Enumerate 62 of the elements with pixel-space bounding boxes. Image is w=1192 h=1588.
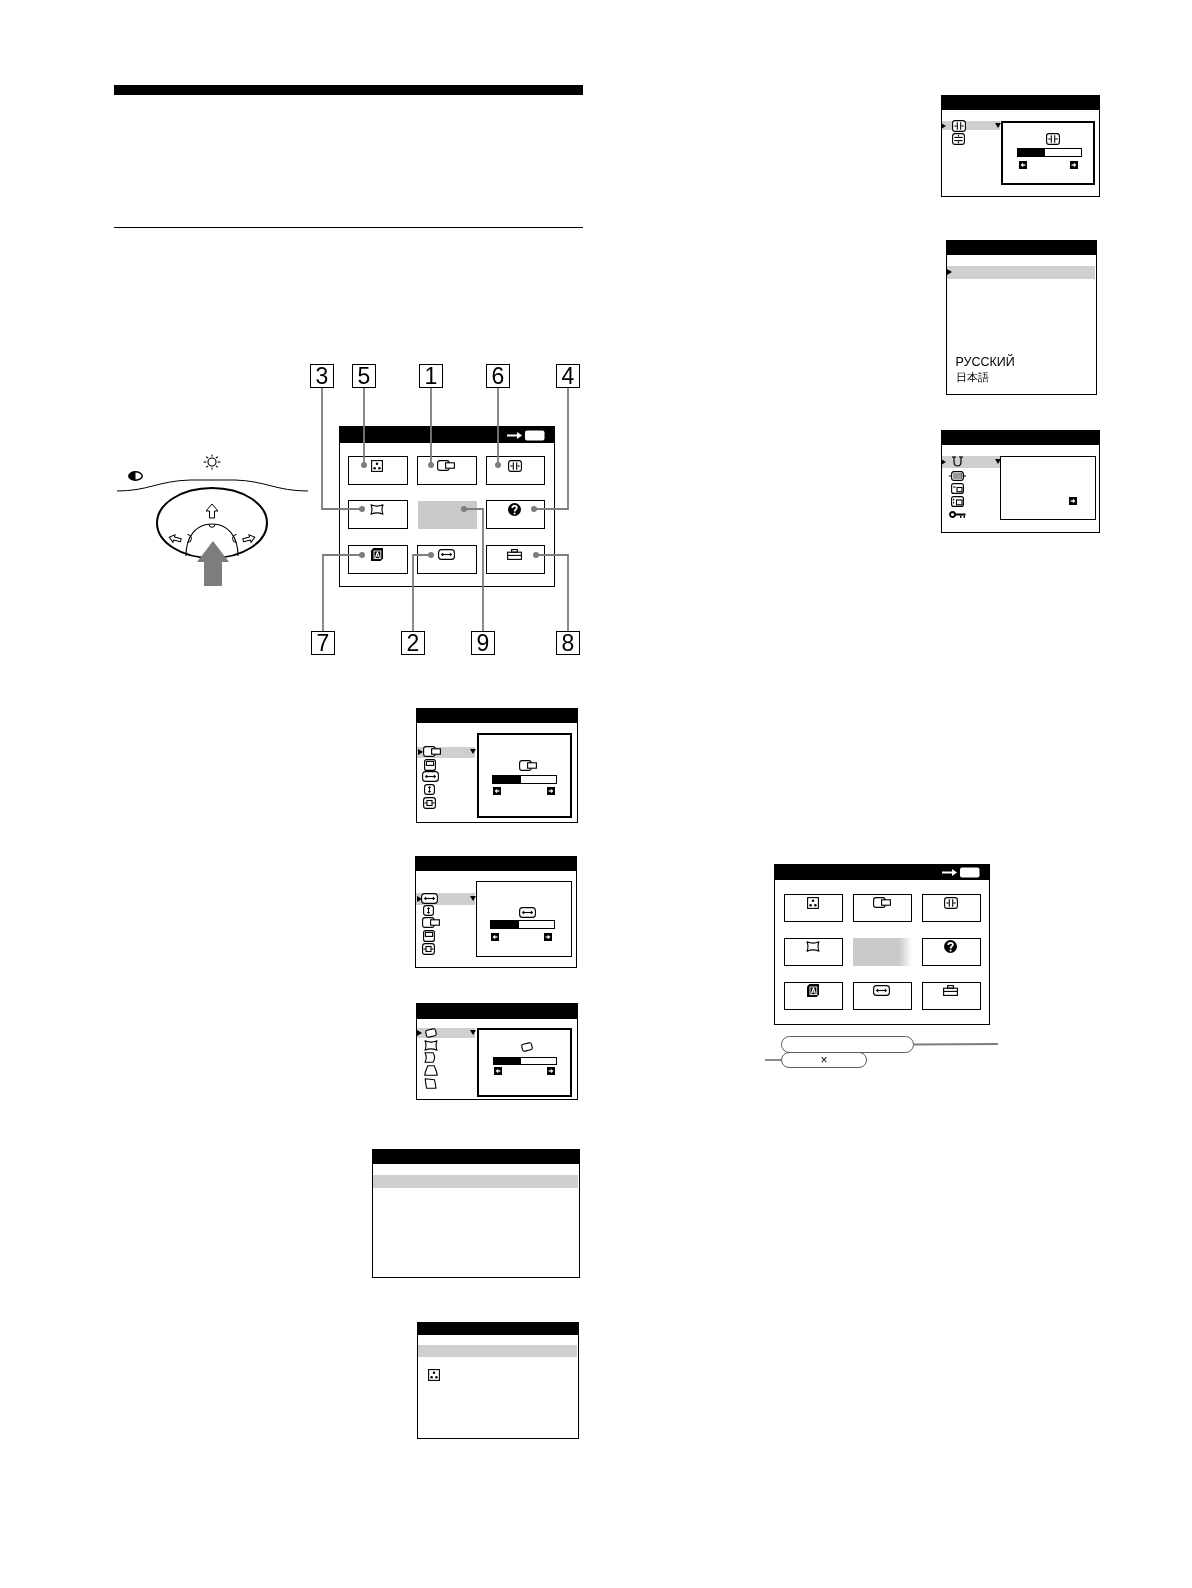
menu-tile: [347, 499, 408, 529]
menu-tile: [416, 544, 477, 574]
leader-line: [428, 387, 434, 468]
menu-tile: [485, 544, 545, 574]
leader-line: [321, 387, 365, 512]
rounded-frame: [781, 1036, 914, 1053]
menu-tile: [783, 893, 843, 922]
menu-tile: [347, 455, 408, 485]
menu-tile: [852, 937, 912, 966]
times-sign: ×: [820, 1054, 828, 1066]
menu-screen: [417, 1322, 579, 1439]
callout-number: 6: [491, 364, 505, 388]
callout-frame: [419, 364, 443, 388]
leader-line: [495, 387, 501, 468]
callout-number: 8: [561, 631, 575, 655]
rounded-frame: [781, 1052, 867, 1068]
menu-tile: [921, 981, 981, 1010]
callout-number: 5: [357, 364, 371, 388]
leader-line: [913, 1043, 999, 1046]
callout-frame: [310, 364, 334, 388]
menu-screen: [941, 95, 1100, 197]
menu-tile: [921, 937, 981, 966]
leader-line: [533, 552, 569, 632]
callout-frame: [401, 631, 425, 655]
menu-screen: [946, 240, 1097, 395]
leader-line: [361, 387, 367, 468]
menu-tile: [485, 499, 545, 529]
menu-screen: [372, 1149, 580, 1278]
language-option: 日本語: [955, 370, 989, 383]
menu-tile: [347, 544, 408, 574]
leader-line: [531, 387, 569, 512]
menu-tile: [852, 981, 912, 1010]
menu-tile: [417, 500, 477, 529]
leader-line: [764, 1059, 782, 1061]
menu-screen: [416, 1003, 578, 1100]
language-option: РУССКИЙ: [955, 354, 1015, 369]
callout-frame: [556, 631, 580, 655]
menu-screen: [941, 430, 1100, 533]
menu-window: [339, 426, 555, 587]
callout-number: 4: [561, 364, 575, 388]
callout-frame: [486, 364, 510, 388]
menu-screen: [415, 856, 577, 968]
callout-number: 3: [315, 364, 329, 388]
callout-number: 1: [424, 364, 438, 388]
menu-tile: [921, 893, 981, 922]
callout-number: 2: [406, 631, 420, 655]
callout-number: 7: [316, 631, 330, 655]
menu-tile: [416, 455, 477, 485]
callout-frame: [352, 364, 376, 388]
leader-line: [412, 552, 434, 632]
callout-frame: [556, 364, 580, 388]
menu-tile: [485, 455, 545, 485]
leader-line: [461, 506, 484, 632]
leader-line: [322, 552, 365, 632]
callout-number: 9: [476, 631, 490, 655]
callout-frame: [311, 631, 335, 655]
menu-tile: [783, 937, 843, 966]
menu-tile: [852, 893, 912, 922]
menu-tile: [783, 981, 843, 1010]
callout-frame: [471, 631, 495, 655]
menu-screen: [416, 708, 578, 823]
menu-window: [774, 864, 990, 1025]
